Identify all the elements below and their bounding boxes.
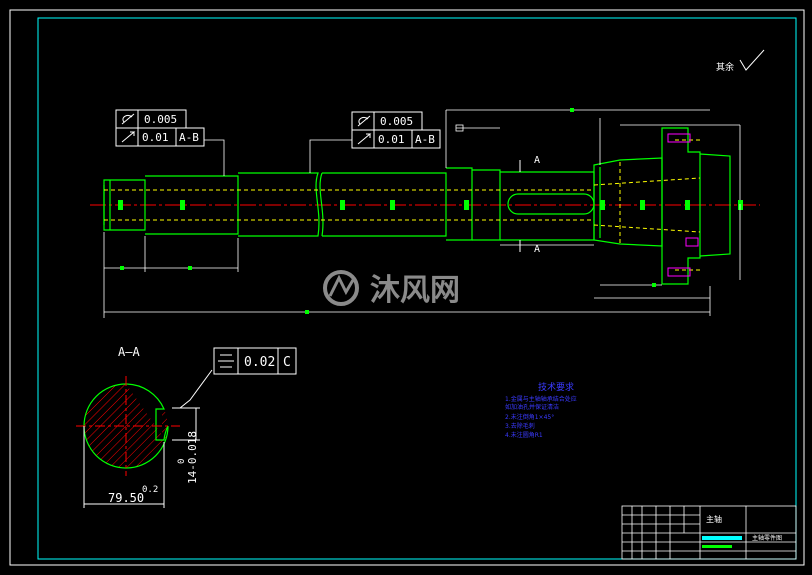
roughness-label: 其余	[716, 61, 734, 73]
runout-arrow-icon	[357, 133, 372, 145]
notes-title: 技术要求	[538, 381, 574, 393]
watermark-text: 沐风网	[370, 273, 460, 308]
dimension-ticks	[120, 108, 742, 314]
section-dim-width-tol: 0.2	[142, 485, 158, 495]
section-cut-marks: A A	[519, 155, 540, 255]
fcf-left-row2-value: 0.01	[142, 131, 169, 144]
fcf-section-value: 0.02	[244, 355, 275, 370]
cut-label-bottom: A	[534, 244, 540, 255]
title-block-part-name: 主轴	[706, 514, 722, 524]
fcf-right-row2-value: 0.01	[378, 133, 405, 146]
cylindricity-icon	[121, 113, 135, 125]
shaft-main-view	[90, 127, 760, 285]
watermark-logo-icon	[323, 270, 359, 306]
fcf-right-row1-value: 0.005	[380, 115, 413, 128]
drawing-frame	[9, 9, 805, 566]
watermark: 沐风网	[323, 270, 460, 308]
title-block: 主轴 主轴零件图	[621, 505, 797, 560]
notes-item: 1.金属与主轴轴承结合处应	[505, 395, 577, 403]
fcf-left-row1-value: 0.005	[144, 113, 177, 126]
technical-notes: 技术要求 1.金属与主轴轴承结合处应 如加油孔并保证清洁 2.未注倒角1×45°…	[505, 381, 577, 439]
section-view-label: A—A	[118, 345, 140, 359]
cylindricity-icon	[357, 115, 371, 127]
fcf-section-datum: C	[283, 355, 291, 370]
title-block-drawing-name: 主轴零件图	[752, 534, 782, 542]
notes-item: 3.去除毛刺	[505, 422, 535, 430]
cut-label-top: A	[534, 155, 540, 166]
notes-item: 如加油孔并保证清洁	[505, 403, 559, 411]
symmetry-icon	[218, 354, 234, 368]
fcf-left-row2-datum: A-B	[179, 131, 199, 144]
fcf-left: 0.005 0.01 A-B	[115, 109, 205, 147]
section-dim-key-depth: 14-0.018	[186, 431, 199, 484]
fcf-right: 0.005 0.01 A-B	[351, 111, 441, 149]
section-dim-width: 79.50	[108, 491, 144, 505]
roughness-check-icon	[739, 49, 765, 71]
roughness-note: 其余	[716, 49, 765, 73]
fcf-right-row2-datum: A-B	[415, 133, 435, 146]
section-dim-key-tol: 0	[177, 459, 187, 464]
fcf-section: 0.02 C	[213, 347, 297, 375]
notes-item: 2.未注倒角1×45°	[505, 413, 554, 421]
notes-item: 4.未注圆角R1	[505, 431, 543, 439]
runout-arrow-icon	[121, 131, 136, 143]
dimensions	[103, 109, 741, 318]
